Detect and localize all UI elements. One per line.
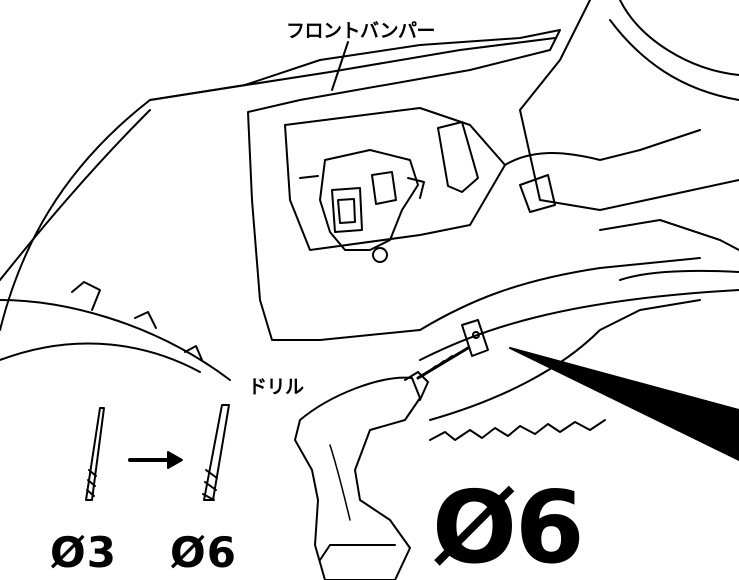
drill-point-hole [472,331,480,339]
fog-lamp [299,149,425,263]
drill-bit-large [202,404,230,501]
wheel-arch-line-1 [419,257,701,331]
bumper-outline [0,29,561,341]
bumper-fascia-curve [0,299,231,381]
liner-teeth [429,419,606,441]
drill-bit-small [85,407,105,501]
wheel-arch-line-3 [429,299,701,421]
underbody-panel [619,269,739,281]
drill-tool [294,346,470,580]
drill-label: ドリル [248,376,304,398]
front-bumper-label: フロントバンパー [286,20,435,42]
drill-point-bracket [461,319,489,357]
mount-slot [437,121,479,193]
liner-detail-2 [619,0,739,76]
liner-detail [609,19,739,101]
bumper-bottom-curve [0,342,201,373]
bracket-arm [504,129,701,166]
bumper-leader-line [331,41,349,91]
bit-size-large-label: Ø6 [170,528,237,577]
bumper-tab-1 [71,281,101,311]
bit-size-small-label: Ø3 [50,528,117,577]
bumper-lower-crease [0,109,151,281]
lamp-opening [284,107,506,251]
bumper-tab-2 [134,311,157,329]
underbody-outline [599,219,739,251]
callout-wedge [509,347,739,461]
liner-upper [519,0,739,211]
bracket-clip [519,174,556,213]
wheel-arch-line-2 [419,289,739,361]
bumper-tab-3 [184,345,203,361]
hole-size-label: Ø6 [432,469,585,580]
bumper-top-edge [149,37,556,101]
